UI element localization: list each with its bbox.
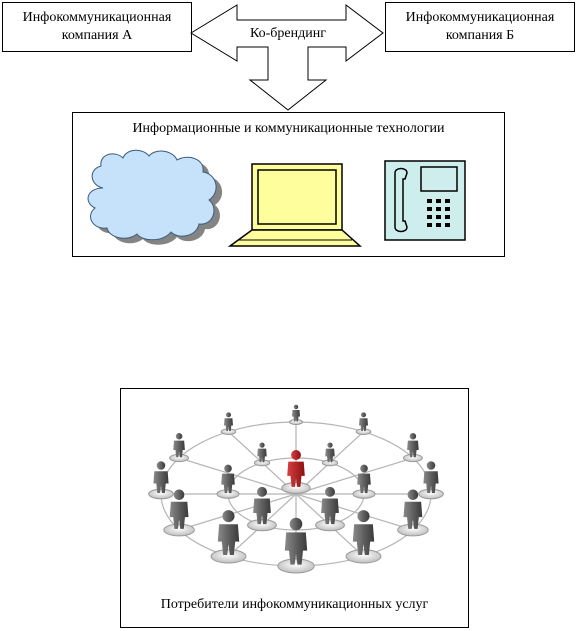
company-b-line2: компания Б	[445, 28, 515, 43]
person-icon	[277, 517, 315, 574]
telephone-icon	[384, 160, 466, 241]
person-icon	[315, 486, 345, 532]
person-icon	[163, 489, 195, 537]
person-icon	[345, 510, 382, 564]
company-b-box: Инфокоммуникационная компания Б	[385, 2, 575, 52]
people-network-icon	[148, 404, 444, 574]
person-icon	[397, 489, 429, 537]
consumers-box: Потребители инфокоммуникационных услуг	[120, 388, 469, 628]
highlighted-person-icon	[281, 450, 311, 494]
person-icon	[253, 442, 271, 467]
person-icon	[216, 464, 240, 499]
person-icon	[210, 510, 247, 564]
cobranding-label: Ко-брендинг	[250, 26, 326, 41]
laptop-icon	[227, 163, 362, 247]
person-icon	[355, 412, 372, 435]
company-a-line2: компания А	[61, 28, 133, 43]
company-a-box: Инфокоммуникационная компания А	[2, 2, 192, 52]
person-icon	[321, 442, 339, 467]
person-icon	[247, 486, 277, 532]
person-icon	[289, 404, 303, 425]
technologies-title: Информационные и коммуникационные технол…	[132, 121, 445, 136]
company-a-line1: Инфокоммуникационная	[22, 10, 172, 25]
person-icon	[352, 464, 376, 499]
technologies-box: Информационные и коммуникационные технол…	[72, 112, 505, 257]
person-icon	[169, 432, 190, 463]
company-b-line1: Инфокоммуникационная	[405, 10, 555, 25]
person-icon	[148, 461, 174, 500]
cloud-icon	[87, 149, 223, 245]
person-icon	[402, 432, 423, 463]
consumers-label: Потребители инфокоммуникационных услуг	[160, 597, 429, 612]
person-icon	[418, 461, 444, 500]
cobranding-arrow-icon	[190, 3, 384, 111]
person-icon	[220, 412, 237, 435]
